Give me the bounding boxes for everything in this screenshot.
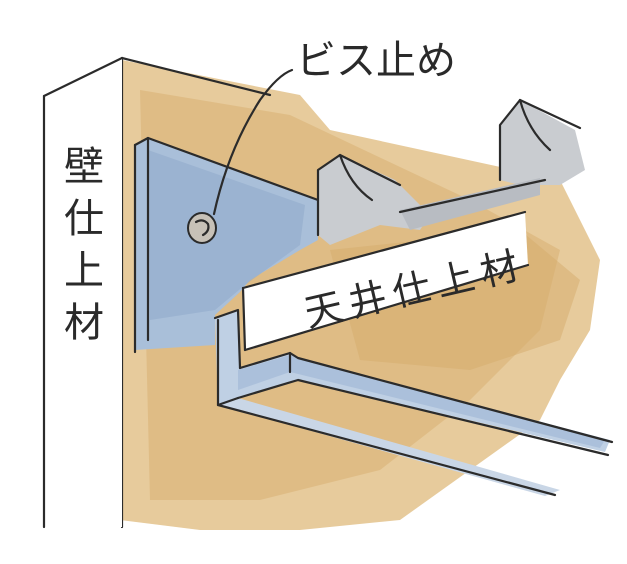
screw-label: ビス止め bbox=[296, 38, 456, 84]
ceiling-clips bbox=[316, 98, 585, 245]
trim-channel bbox=[213, 308, 614, 497]
mounting-plate bbox=[133, 136, 320, 354]
screw-icon bbox=[187, 212, 217, 244]
screw bbox=[187, 68, 294, 244]
wall-label: 壁 仕 上 材 bbox=[64, 144, 104, 346]
ceiling-finishing-board bbox=[241, 210, 530, 352]
wall-label-char-2: 仕 bbox=[64, 196, 104, 242]
wall-label-char-1: 壁 bbox=[64, 144, 104, 190]
wall-label-char-3: 上 bbox=[64, 248, 104, 294]
wall-finishing-board bbox=[42, 56, 124, 529]
wall-label-char-4: 材 bbox=[64, 300, 104, 346]
